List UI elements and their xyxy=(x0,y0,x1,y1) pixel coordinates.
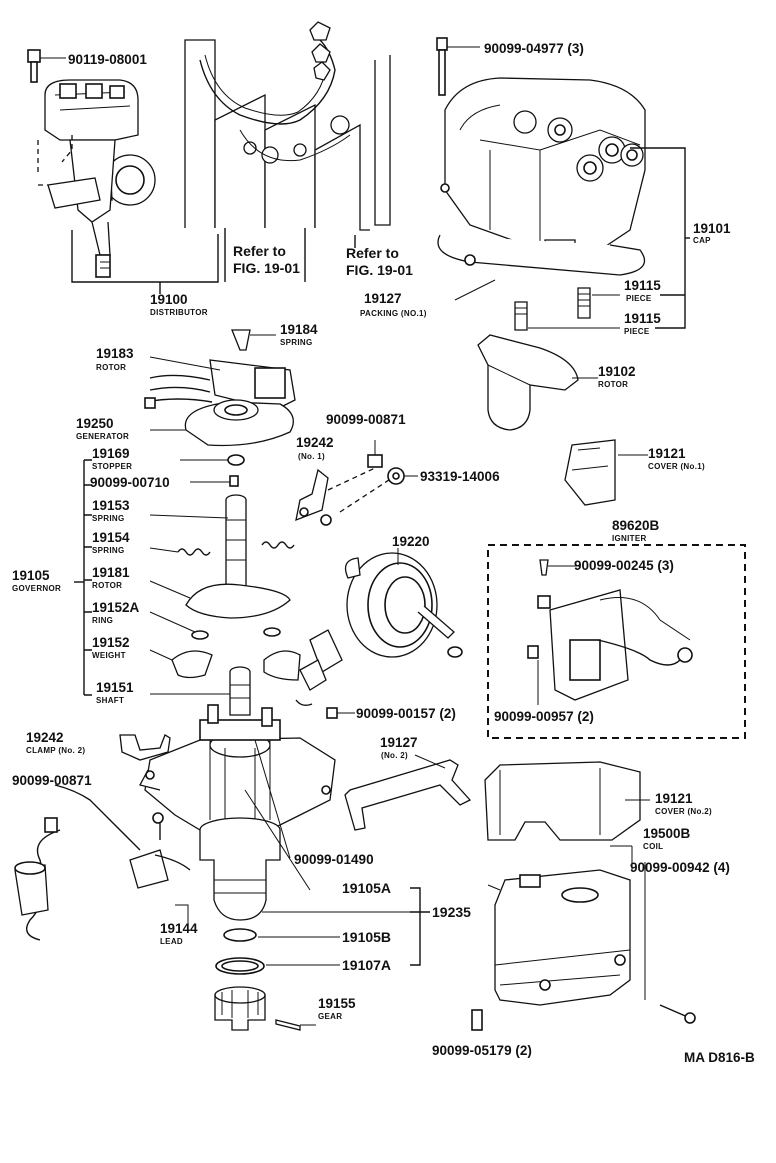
part-19121a-name: COVER (No.1) xyxy=(648,462,705,471)
part-19250-num: 19250 xyxy=(76,416,114,431)
part-19500B-num: 19500B xyxy=(643,826,691,841)
igniter-drawing xyxy=(487,439,746,739)
rotor-19102-drawing xyxy=(477,334,598,431)
part-90099-04977: 90099-04977 (3) xyxy=(484,41,584,56)
part-90099-00157: 90099-00157 (2) xyxy=(356,706,456,721)
part-19144-name: LEAD xyxy=(160,937,183,946)
coil-and-cover-drawing xyxy=(471,761,696,1031)
part-19153-num: 19153 xyxy=(92,498,130,513)
part-90099-00245: 90099-00245 (3) xyxy=(574,558,674,573)
part-19169-name: STOPPER xyxy=(92,462,132,471)
distributor-assembly-drawing xyxy=(27,49,219,294)
part-19250-name: GENERATOR xyxy=(76,432,129,441)
part-19181-name: ROTOR xyxy=(92,581,122,590)
part-19121a-num: 19121 xyxy=(648,446,686,461)
part-19220: 19220 xyxy=(392,534,430,549)
part-90099-00871-a: 90099-00871 xyxy=(326,412,406,427)
part-19242b-name: CLAMP (No. 2) xyxy=(26,746,85,755)
part-19100-num: 19100 xyxy=(150,292,188,307)
part-19183-num: 19183 xyxy=(96,346,134,361)
part-19121b-name: COVER (No.2) xyxy=(655,807,712,816)
part-19105-name: GOVERNOR xyxy=(12,584,61,593)
part-19152-name: WEIGHT xyxy=(92,651,126,660)
part-90099-01490: 90099-01490 xyxy=(294,852,374,867)
refer-to-label-a: Refer to xyxy=(233,243,286,259)
part-19102-num: 19102 xyxy=(598,364,636,379)
part-93319-14006: 93319-14006 xyxy=(420,469,500,484)
part-19115a-num: 19115 xyxy=(624,278,661,293)
part-19155-num: 19155 xyxy=(318,996,356,1011)
part-19127-num: 19127 xyxy=(364,291,402,306)
packing-no2-drawing xyxy=(344,754,472,831)
part-19127b-name: (No. 2) xyxy=(381,751,408,760)
governor-stack-drawing xyxy=(74,454,301,716)
part-19127-name: PACKING (NO.1) xyxy=(360,309,427,318)
part-19242a-name: (No. 1) xyxy=(298,452,325,461)
refer-to-fig-label-b: FIG. 19-01 xyxy=(346,262,413,278)
part-19101-name: CAP xyxy=(693,236,711,245)
igniter-dashed-box xyxy=(487,544,746,739)
refer-to-label-b: Refer to xyxy=(346,245,399,261)
part-19151-num: 19151 xyxy=(96,680,134,695)
part-19169-num: 19169 xyxy=(92,446,130,461)
part-19181-num: 19181 xyxy=(92,565,130,580)
part-19127b-num: 19127 xyxy=(380,735,418,750)
part-19115a-name: PIECE xyxy=(626,294,652,303)
part-89620B-name: IGNITER xyxy=(612,534,647,543)
part-90099-00871-b: 90099-00871 xyxy=(12,773,92,788)
part-19184-name: SPRING xyxy=(280,338,312,347)
part-19153-name: SPRING xyxy=(92,514,124,523)
part-19101-num: 19101 xyxy=(693,221,731,236)
vacuum-advancer-drawing xyxy=(295,440,463,707)
part-19500B-name: COIL xyxy=(643,842,663,851)
part-19152A-num: 19152A xyxy=(92,600,140,615)
refer-to-fig-label-a: FIG. 19-01 xyxy=(233,260,300,276)
part-19152A-name: RING xyxy=(92,616,113,625)
part-19121b-num: 19121 xyxy=(655,791,693,806)
wiring-harness-drawing xyxy=(184,21,391,282)
part-19102-name: ROTOR xyxy=(598,380,628,389)
part-19152-num: 19152 xyxy=(92,635,130,650)
part-19184-num: 19184 xyxy=(280,322,318,337)
diagram-id-label: MA D816-B xyxy=(684,1050,755,1065)
part-19105-num: 19105 xyxy=(12,568,50,583)
part-90099-00957: 90099-00957 (2) xyxy=(494,709,594,724)
part-19151-name: SHAFT xyxy=(96,696,124,705)
part-90119-08001: 90119-08001 xyxy=(68,52,147,67)
part-19183-name: ROTOR xyxy=(96,363,126,372)
part-90099-05179: 90099-05179 (2) xyxy=(432,1043,532,1058)
part-19242a-num: 19242 xyxy=(296,435,334,450)
part-19105A: 19105A xyxy=(342,880,391,896)
part-19154-num: 19154 xyxy=(92,530,130,545)
part-19144-num: 19144 xyxy=(160,921,198,936)
signal-rotor-and-generator-drawing xyxy=(144,329,296,447)
part-90099-00710: 90099-00710 xyxy=(90,475,170,490)
part-19242b-num: 19242 xyxy=(26,730,64,745)
part-19107A: 19107A xyxy=(342,957,391,973)
part-89620B-num: 89620B xyxy=(612,518,660,533)
distributor-cap-drawing xyxy=(436,37,690,331)
part-19115b-num: 19115 xyxy=(624,311,661,326)
part-19155-name: GEAR xyxy=(318,1012,342,1021)
part-19235: 19235 xyxy=(432,904,471,920)
part-19105B: 19105B xyxy=(342,929,391,945)
part-90099-00942: 90099-00942 (4) xyxy=(630,860,730,875)
part-19154-name: SPRING xyxy=(92,546,124,555)
part-19100-name: DISTRIBUTOR xyxy=(150,308,208,317)
distributor-housing-drawing xyxy=(14,704,430,1031)
part-19115b-name: PIECE xyxy=(624,327,650,336)
